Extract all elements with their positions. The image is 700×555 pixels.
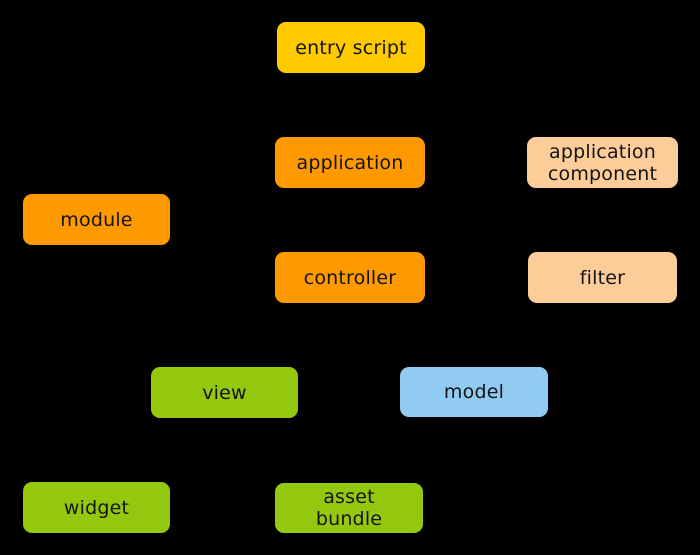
node-application-component-label: application component	[547, 140, 658, 185]
node-model-label: model	[443, 381, 505, 403]
node-widget-label: widget	[63, 496, 130, 519]
node-model: model	[400, 367, 548, 417]
node-view-label: view	[202, 381, 247, 404]
node-asset-bundle-label: asset bundle	[315, 486, 383, 530]
node-filter: filter	[528, 252, 677, 303]
node-application: application	[275, 137, 425, 188]
node-application-label: application	[296, 151, 404, 174]
node-application-component: application component	[527, 137, 678, 188]
node-widget: widget	[23, 482, 170, 533]
node-filter-label: filter	[579, 266, 626, 289]
node-asset-bundle: asset bundle	[275, 483, 423, 533]
node-entry-script: entry script	[277, 22, 425, 73]
node-module-label: module	[60, 208, 133, 231]
node-module: module	[23, 194, 170, 245]
node-entry-script-label: entry script	[295, 36, 407, 59]
node-view: view	[151, 367, 298, 418]
node-controller-label: controller	[303, 266, 397, 289]
node-controller: controller	[275, 252, 425, 303]
